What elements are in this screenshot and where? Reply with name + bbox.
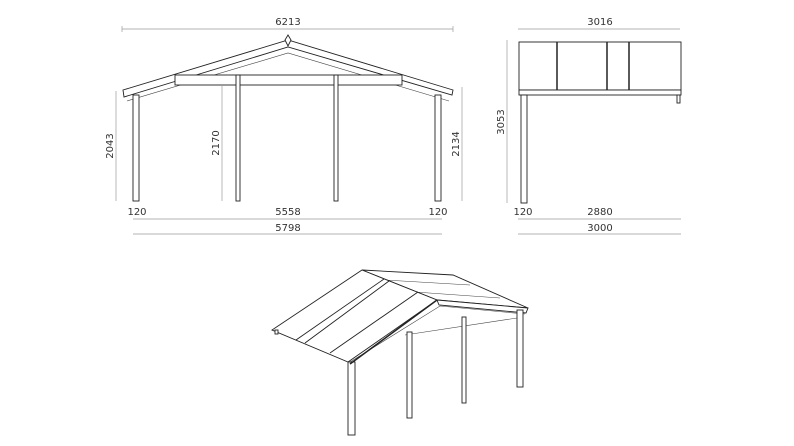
roof-outline [122,39,454,98]
roof-panel [518,41,682,91]
ridge-cap [284,34,292,48]
post [461,316,467,404]
dim-overall-height: 3053 [496,109,507,134]
perspective-view [271,269,529,436]
beam [518,89,682,96]
post [434,94,442,202]
roof-front-slope [271,269,438,363]
dim-overall-width: 6213 [275,17,300,28]
dim-overall-depth: 3016 [587,17,612,28]
dim-post: 120 [513,207,532,218]
post-stub [676,94,681,104]
dim-height-middle: 2170 [211,130,222,155]
dim-span: 5558 [275,207,300,218]
side-view: 3016 3053 120 2880 3000 [496,17,682,235]
post [132,94,140,202]
dim-height-left: 2043 [105,133,116,158]
post [347,361,356,436]
dim-post-right: 120 [428,207,447,218]
post [333,74,339,202]
post [406,331,413,419]
front-view: 6213 2043 2170 2134 120 5558 120 5798 [105,17,463,235]
dim-base-depth: 3000 [587,223,612,234]
tie-beam [174,74,403,86]
dim-span: 2880 [587,207,612,218]
dim-base-width: 5798 [275,223,300,234]
post [235,74,241,202]
post [516,309,524,388]
post [520,94,528,204]
dim-height-right: 2134 [451,131,462,156]
dim-post-left: 120 [127,207,146,218]
